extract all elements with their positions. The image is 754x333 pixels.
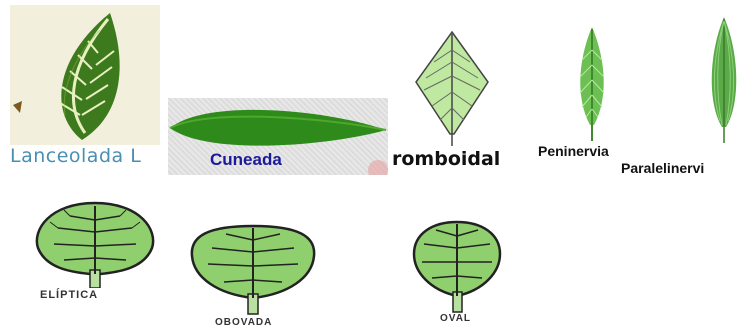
paralelinervia-label: Paralelinervi [621,160,704,176]
lanceolada-leaf-image [10,5,160,145]
obovada-leaf-image [188,218,318,316]
lanceolada-label: Lanceolada L [10,145,141,167]
peninervia-leaf-image [570,25,615,143]
oval-label: OVAL [440,313,471,324]
oval-leaf-image [410,218,505,313]
romboidal-label: romboidal [392,148,500,170]
cuneada-label: Cuneada [210,150,282,170]
peninervia-label: Peninervia [538,143,609,159]
eliptica-leaf-image [30,200,160,288]
paralelinervia-leaf-image [700,15,745,145]
romboidal-leaf-image [412,30,492,148]
eliptica-label: ELÍPTICA [40,289,98,301]
obovada-label: OBOVADA [215,317,272,328]
